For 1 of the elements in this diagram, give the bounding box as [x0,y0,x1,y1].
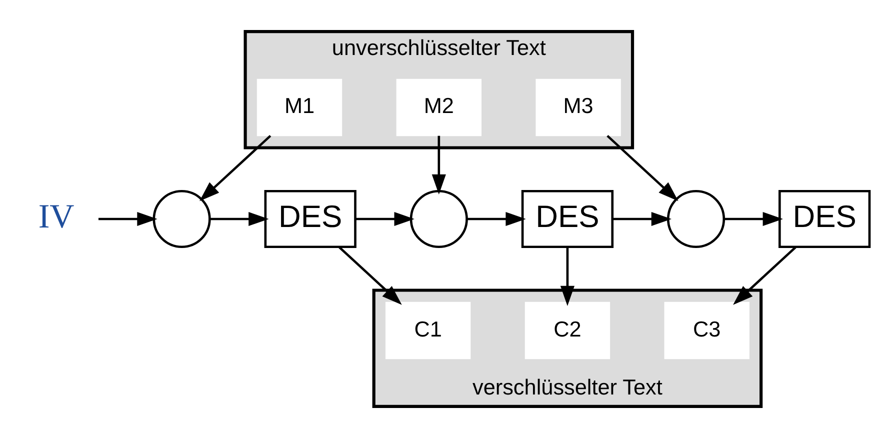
node-text: IV [38,198,74,236]
